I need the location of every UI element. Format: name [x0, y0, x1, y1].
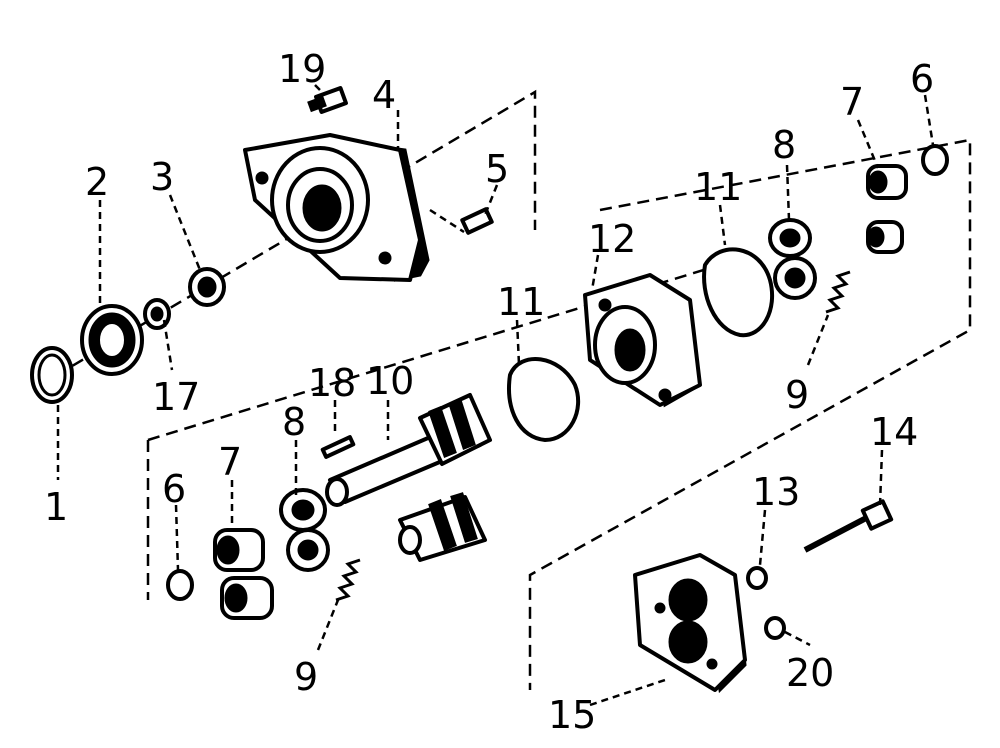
callout-14: 14	[870, 410, 918, 454]
callout-7-left: 7	[218, 440, 242, 484]
part-8-bearing-plate-left	[279, 488, 330, 572]
callout-9-right: 9	[785, 373, 809, 417]
callout-6-left: 6	[162, 467, 186, 511]
part-18-key-pin	[320, 435, 356, 459]
part-12-gear-housing	[583, 273, 702, 408]
callout-10: 10	[366, 359, 414, 403]
part-8-bearing-plate-right	[768, 218, 817, 300]
callout-8-left: 8	[282, 400, 306, 444]
part-14-bolt	[803, 499, 894, 553]
callout-7-right: 7	[840, 80, 864, 124]
callout-1: 1	[44, 485, 68, 529]
callout-4: 4	[372, 73, 396, 117]
callout-6-right: 6	[910, 57, 934, 101]
callouts: 1 2 3 4 5 6 6 7 7 8 8 9 9 10 11 11 12 13…	[44, 47, 934, 737]
part-15-end-cover	[633, 553, 747, 694]
idler-gear	[398, 492, 487, 562]
part-7-needle-bearing-left	[213, 528, 274, 620]
callout-19: 19	[278, 47, 326, 91]
callout-11-left: 11	[497, 280, 545, 324]
leader-lines	[56, 84, 935, 707]
callout-18: 18	[308, 361, 356, 405]
part-3-bearing	[188, 267, 226, 307]
callout-5: 5	[485, 147, 509, 191]
part-10-drive-shaft	[325, 393, 492, 507]
part-13-washer	[746, 566, 768, 590]
assembly-frame-right	[528, 138, 972, 690]
callout-12: 12	[588, 217, 636, 261]
part-4-flange-housing	[243, 133, 430, 282]
callout-17: 17	[152, 375, 200, 419]
part-7-needle-bearing-right	[866, 164, 908, 254]
part-19-plug-screw	[307, 86, 348, 114]
part-2-bearing-ring	[80, 304, 144, 376]
part-9-spring-right	[825, 270, 851, 314]
part-5-fitting	[429, 207, 494, 235]
callout-3: 3	[150, 155, 174, 199]
part-1-snap-ring-inner	[37, 353, 67, 397]
part-6-ring-left	[166, 569, 194, 601]
callout-9-left: 9	[294, 655, 318, 699]
callout-13: 13	[752, 470, 800, 514]
part-20-plug	[764, 616, 786, 640]
part-11-gasket-left	[507, 357, 581, 442]
part-9-spring-left	[335, 558, 361, 602]
callout-8-right: 8	[772, 123, 796, 167]
callout-2: 2	[85, 160, 109, 204]
part-6-ring-right	[921, 144, 949, 176]
callout-20: 20	[786, 651, 834, 695]
callout-11-right: 11	[694, 165, 742, 209]
callout-15: 15	[548, 693, 596, 737]
part-11-gasket-right	[702, 247, 775, 338]
